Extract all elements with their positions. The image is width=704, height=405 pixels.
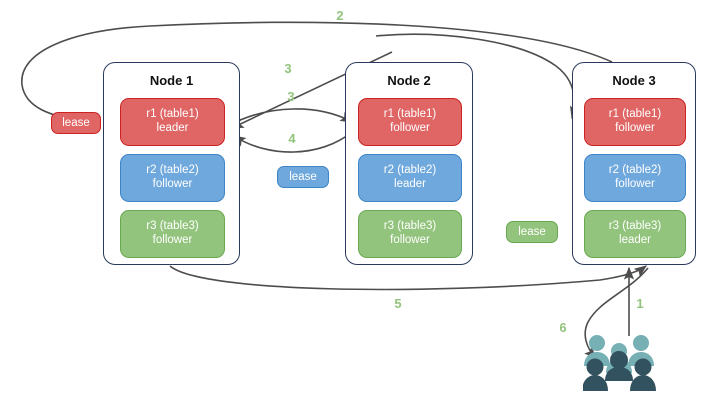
replica-role: follower (152, 234, 193, 246)
replica-role: leader (394, 178, 426, 190)
node-container-2: Node 2 r1 (table1) follower r2 (table2) … (345, 62, 473, 265)
node-title-2: Node 2 (387, 73, 431, 88)
replica-n1-r1: r1 (table1) leader (120, 98, 225, 146)
replica-name: r3 (table3) (383, 220, 437, 233)
replica-name: r1 (table1) (608, 108, 662, 121)
replica-name: r2 (table2) (383, 164, 437, 177)
edge-step-5 (169, 265, 648, 291)
node-container-3: Node 3 r1 (table1) follower r2 (table2) … (572, 62, 696, 265)
replica-role: follower (615, 178, 655, 190)
replica-name: r2 (table2) (608, 164, 662, 177)
lease-label: lease (289, 171, 317, 183)
lease-label: lease (518, 226, 546, 238)
replica-role: leader (619, 234, 651, 246)
replica-n1-r2: r2 (table2) follower (120, 154, 225, 202)
replica-role: follower (152, 178, 193, 190)
step-label-6: 6 (559, 320, 567, 335)
lease-chip-table3: lease (506, 221, 558, 243)
lease-label: lease (62, 117, 90, 129)
replica-n1-r3: r3 (table3) follower (120, 210, 225, 258)
step-label-3b: 3 (287, 89, 295, 104)
lease-chip-table1: lease (51, 112, 101, 134)
replica-role: follower (390, 122, 430, 134)
edge-step-4-n2-to-n1 (232, 131, 353, 153)
replica-name: r2 (table2) (146, 164, 199, 177)
replica-n2-r3: r3 (table3) follower (358, 210, 462, 258)
step-label-3a: 3 (284, 61, 292, 76)
replica-n3-r1: r1 (table1) follower (584, 98, 686, 146)
replica-role: follower (390, 234, 430, 246)
node-title-3: Node 3 (612, 73, 656, 88)
replica-n3-r2: r2 (table2) follower (584, 154, 686, 202)
node-container-1: Node 1 r1 (table1) leader r2 (table2) fo… (103, 62, 240, 265)
replica-n2-r2: r2 (table2) leader (358, 154, 462, 202)
people-group-icon (583, 335, 656, 391)
replica-name: r1 (table1) (383, 108, 437, 121)
step-label-1: 1 (636, 296, 644, 311)
replica-n3-r3: r3 (table3) leader (584, 210, 686, 258)
replica-name: r3 (table3) (608, 220, 662, 233)
replica-role: follower (615, 122, 655, 134)
replica-role: leader (156, 122, 189, 134)
edge-step-6 (584, 267, 649, 359)
lease-chip-table2: lease (277, 166, 329, 188)
node-title-1: Node 1 (149, 73, 194, 88)
step-label-5: 5 (394, 296, 402, 311)
replica-name: r3 (table3) (146, 220, 199, 233)
edge-step-2 (21, 21, 613, 128)
step-label-2: 2 (336, 8, 344, 23)
step-label-4: 4 (288, 131, 296, 146)
replica-name: r1 (table1) (146, 108, 199, 121)
replica-n2-r1: r1 (table1) follower (358, 98, 462, 146)
edge-step-3-n1-to-n2 (227, 108, 354, 127)
